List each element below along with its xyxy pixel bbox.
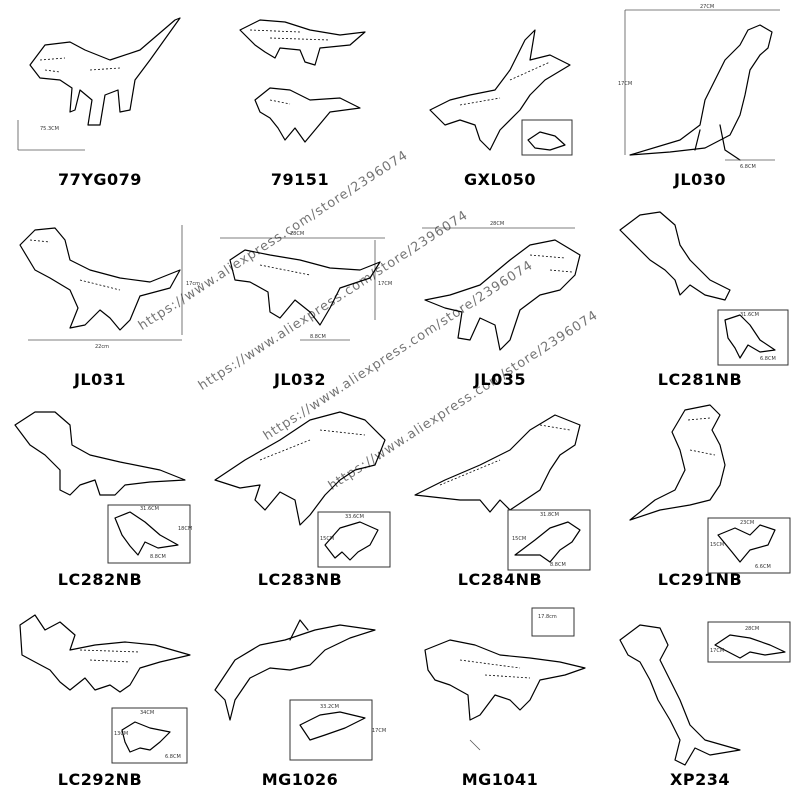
product-cell: 28CM JL035: [400, 200, 600, 400]
product-cell: 28CM 17CM 8.8CM JL032: [200, 200, 400, 400]
dimension-label: 6.8CM: [165, 754, 181, 760]
dimension-label: 15CM: [512, 536, 526, 542]
dimension-label: 34CM: [140, 710, 154, 716]
product-cell: 31.6CM 6.8CM LC281NB: [600, 200, 800, 400]
product-code: JL030: [673, 170, 727, 189]
dimension-label: 31.8CM: [540, 512, 559, 518]
pterosaur-illustration: 33.2CM 17CM: [200, 600, 400, 800]
dimension-label: 27CM: [700, 4, 714, 10]
product-code: MG1041: [461, 770, 539, 789]
product-cell: 31.8CM 15CM 8.8CM LC284NB: [400, 400, 600, 600]
dinosaur-illustration: 34CM 13CM 6.8CM: [0, 600, 200, 800]
dimension-label: 31.6CM: [740, 312, 759, 318]
product-code: GXL050: [463, 170, 537, 189]
dinosaur-illustration: 33.6CM 15CM: [200, 400, 400, 600]
product-code: LC283NB: [257, 570, 343, 589]
dimension-label: 17cm: [186, 281, 200, 287]
product-cell: GXL050: [400, 0, 600, 200]
product-code: JL032: [273, 370, 327, 389]
product-code: JL035: [473, 370, 527, 389]
dinosaur-illustration: 23CM 15CM 6.6CM: [600, 400, 800, 600]
dimension-label: 17CM: [710, 648, 724, 654]
dimension-label: 75.3CM: [40, 126, 59, 132]
product-code: JL031: [73, 370, 127, 389]
dimension-label: 31.6CM: [140, 506, 159, 512]
product-code: LC282NB: [57, 570, 143, 589]
dinosaur-illustration: 28CM 17CM: [600, 600, 800, 800]
product-cell: 31.6CM 8.8CM 18CM LC282NB: [0, 400, 200, 600]
dimension-label: 15CM: [320, 536, 334, 542]
dinosaur-illustration: 17cm 22cm: [0, 200, 200, 400]
product-code: XP234: [670, 770, 730, 789]
product-cell: 75.3CM 77YG079: [0, 0, 200, 200]
product-code: MG1026: [261, 770, 339, 789]
dimension-label: 28CM: [290, 231, 304, 237]
dimension-label: 28CM: [490, 221, 504, 227]
dimension-label: 15CM: [710, 542, 724, 548]
dinosaur-illustration: 31.6CM 8.8CM 18CM: [0, 400, 200, 600]
dimension-label: 17CM: [618, 81, 632, 87]
dinosaur-illustration: 75.3CM: [0, 0, 200, 200]
product-code: LC291NB: [657, 570, 743, 589]
product-cell: 27CM 17CM 6.8CM JL030: [600, 0, 800, 200]
product-cell: 34CM 13CM 6.8CM LC292NB: [0, 600, 200, 800]
dragon-illustration: [400, 0, 600, 200]
dimension-label: 6.8CM: [740, 164, 756, 170]
dimension-label: 33.2CM: [320, 704, 339, 710]
product-cell: 79151: [200, 0, 400, 200]
dimension-label: 8.8CM: [310, 334, 326, 340]
dimension-label: 18CM: [178, 526, 192, 532]
dimension-label: 6.6CM: [755, 564, 771, 570]
dimension-label: 6.8CM: [760, 356, 776, 362]
dinosaur-illustration: 28CM: [400, 200, 600, 400]
product-cell: 28CM 17CM XP234: [600, 600, 800, 800]
product-cell: 17cm 22cm JL031: [0, 200, 200, 400]
dinosaur-illustration: 31.8CM 15CM 8.8CM: [400, 400, 600, 600]
dimension-label: 13CM: [114, 731, 128, 737]
dimension-label: 17CM: [378, 281, 392, 287]
product-code: 77YG079: [58, 170, 142, 189]
dimension-label: 22cm: [95, 344, 109, 350]
dinosaur-illustration: 17.8cm: [400, 600, 600, 800]
product-code: LC284NB: [457, 570, 543, 589]
dimension-label: 23CM: [740, 520, 754, 526]
dimension-label: 33.6CM: [345, 514, 364, 520]
dimension-label: 17.8cm: [538, 614, 557, 620]
product-cell: 33.6CM 15CM LC283NB: [200, 400, 400, 600]
dimension-label: 28CM: [745, 626, 759, 632]
product-cell: 23CM 15CM 6.6CM LC291NB: [600, 400, 800, 600]
product-cell: 17.8cm MG1041: [400, 600, 600, 800]
dinosaur-illustration: 27CM 17CM 6.8CM: [600, 0, 800, 200]
product-code: LC292NB: [57, 770, 143, 789]
dinosaur-illustration: 28CM 17CM 8.8CM: [200, 200, 400, 400]
dimension-label: 17CM: [372, 728, 386, 734]
product-code: 79151: [270, 170, 330, 189]
dinosaur-illustration: 31.6CM 6.8CM: [600, 200, 800, 400]
product-cell: 33.2CM 17CM MG1026: [200, 600, 400, 800]
dimension-label: 8.8CM: [550, 562, 566, 568]
dimension-label: 8.8CM: [150, 554, 166, 560]
product-code: LC281NB: [657, 370, 743, 389]
dinosaur-illustration: [200, 0, 400, 200]
